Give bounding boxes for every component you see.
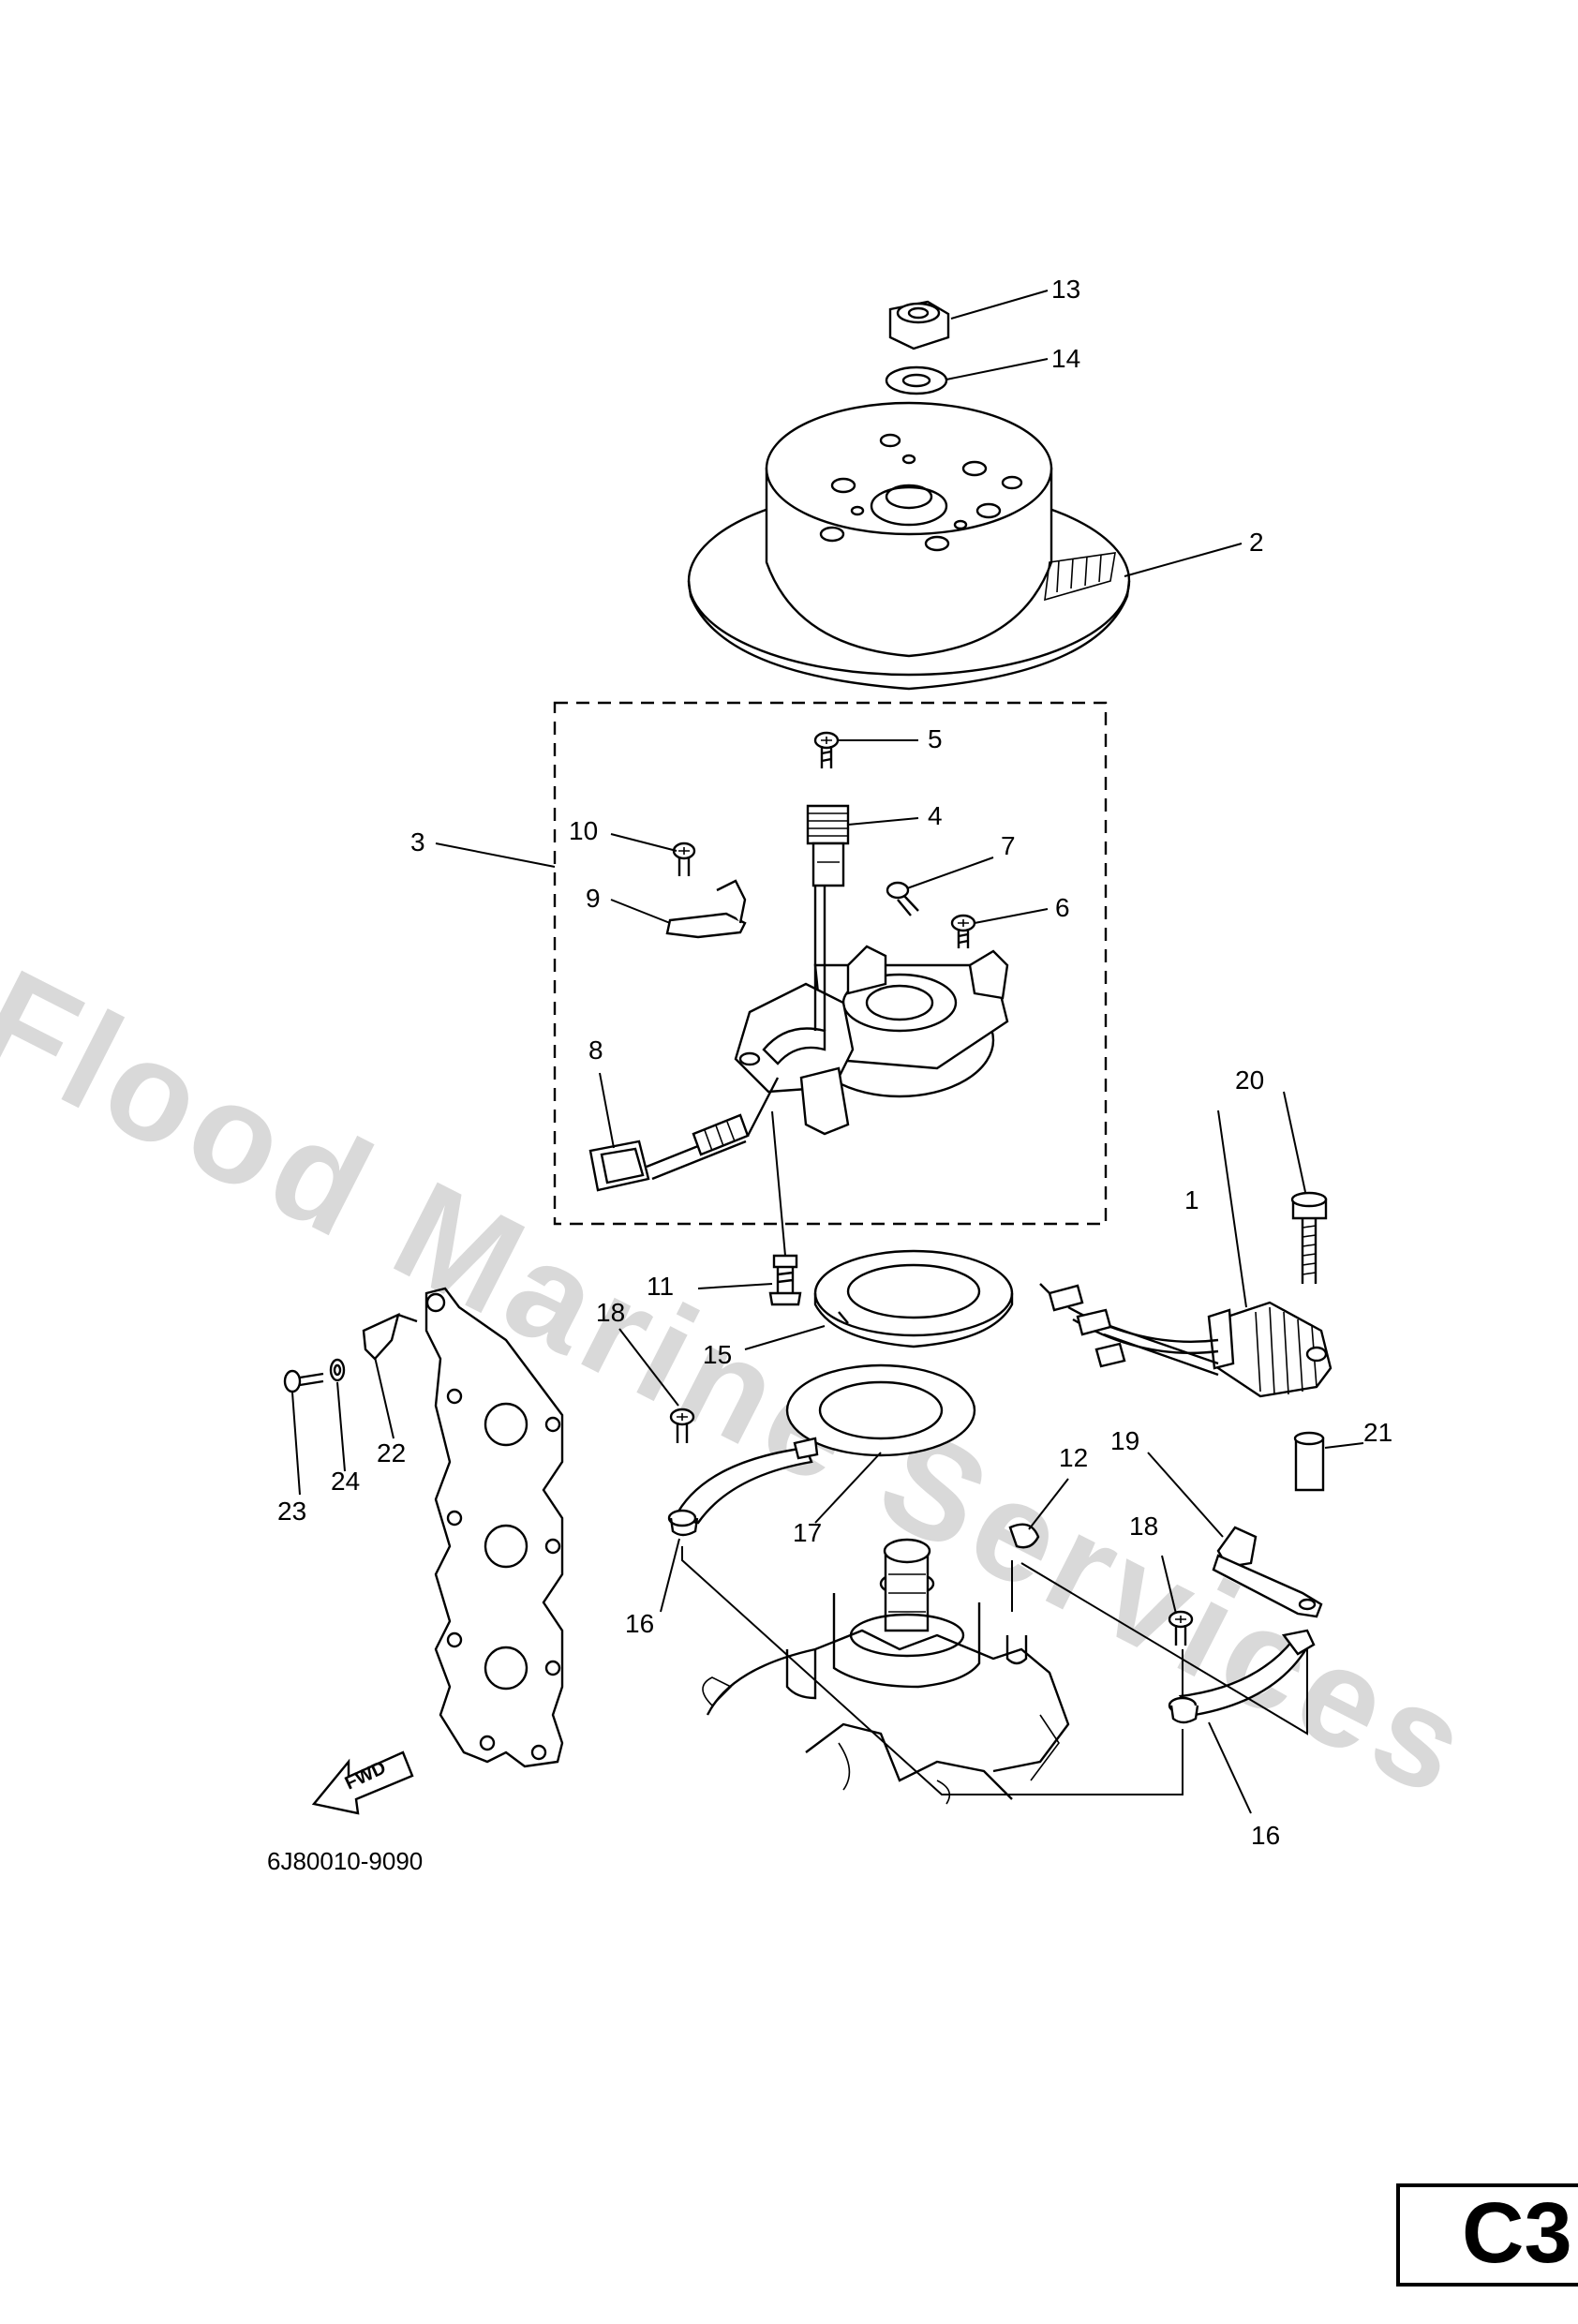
part-label-2: 2: [1249, 528, 1264, 557]
part-label-22: 22: [377, 1438, 406, 1467]
plate-retainer-right: [1168, 1629, 1316, 1724]
part-label-3: 3: [410, 827, 425, 857]
part-label-1: 1: [1184, 1185, 1199, 1214]
stator-group-box: [553, 701, 1108, 1226]
part-label-17: 17: [793, 1518, 822, 1547]
clip-screw: [283, 1369, 324, 1393]
part-label-20: 20: [1235, 1065, 1264, 1095]
part-label-7: 7: [1001, 831, 1016, 860]
section-label: C3: [1462, 2185, 1572, 2281]
part-label-16-left: 16: [625, 1609, 654, 1638]
part-label-18-right: 18: [1129, 1512, 1158, 1541]
stator-assembly-icon: [734, 848, 1009, 1136]
screw-6: [950, 914, 976, 948]
stator-plate-ring: [813, 1249, 1014, 1348]
ground-lead: [1212, 1526, 1323, 1618]
part-label-8: 8: [588, 1035, 603, 1065]
ignition-coil-icon: [1039, 1283, 1332, 1398]
stator-lead-connector: [588, 1077, 780, 1192]
part-label-23: 23: [277, 1497, 306, 1526]
plate-washer: [785, 1363, 976, 1457]
screw-10: [672, 842, 696, 876]
pulser-coil: [806, 804, 850, 887]
leader-lines: [291, 290, 1364, 1814]
part-label-5: 5: [928, 724, 943, 753]
section-box: [1396, 2183, 1578, 2287]
screw-5: [813, 731, 840, 768]
part-label-9: 9: [586, 884, 601, 913]
coil-bolt: [1290, 1191, 1328, 1284]
retainer-screw-right: [1168, 1610, 1194, 1646]
part-label-15: 15: [703, 1340, 732, 1369]
screw-7: [886, 881, 919, 916]
part-label-21: 21: [1363, 1418, 1392, 1447]
part-label-6: 6: [1055, 893, 1070, 922]
part-label-19: 19: [1110, 1426, 1139, 1455]
flywheel-washer: [885, 365, 948, 395]
part-label-13: 13: [1051, 275, 1080, 304]
flywheel-nut: [888, 300, 950, 350]
part-label-18-left: 18: [596, 1298, 625, 1327]
part-labels: 13 14 2 3 5 4 7 6 10 9 8 11 15 17 12 16 …: [267, 275, 1392, 1875]
lead-clamp: [665, 879, 747, 939]
clip-washer: [329, 1358, 346, 1382]
part-label-24: 24: [331, 1467, 360, 1496]
part-label-12: 12: [1059, 1443, 1088, 1472]
part-label-16-right: 16: [1251, 1821, 1280, 1850]
retainer-screw-left: [669, 1408, 695, 1443]
part-label-4: 4: [928, 801, 943, 830]
flywheel-icon: [687, 401, 1131, 691]
stator-bolt: [768, 1254, 802, 1306]
exhaust-plate-icon: [424, 1287, 564, 1768]
part-label-10: 10: [569, 816, 598, 845]
alignment-lines: [681, 1546, 1308, 1795]
crankcase-icon: [702, 1538, 1070, 1805]
part-label-14: 14: [1051, 344, 1080, 373]
document-code: 6J80010-9090: [267, 1847, 423, 1875]
woodruff-key: [1008, 1523, 1040, 1549]
wire-clip: [362, 1312, 418, 1361]
plate-retainer-left: [667, 1437, 819, 1537]
collar: [1293, 1431, 1325, 1492]
part-label-11: 11: [647, 1272, 674, 1301]
fwd-arrow-icon: FWD: [311, 1750, 414, 1815]
